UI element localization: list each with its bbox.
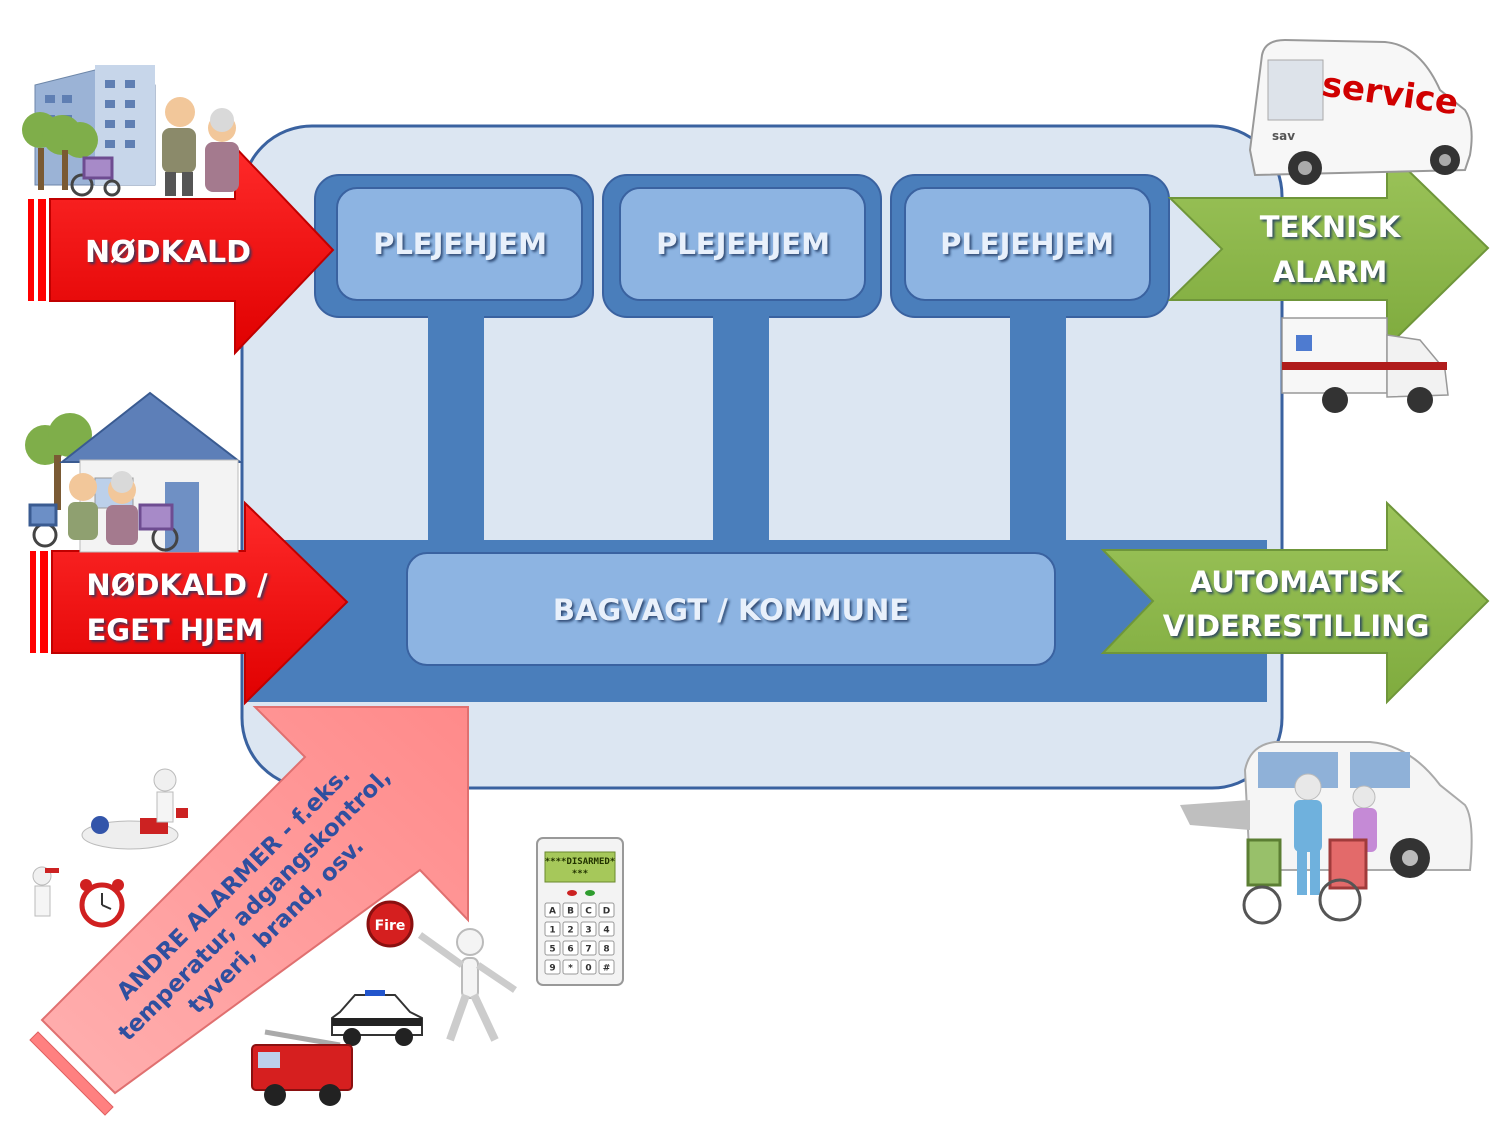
nodkald-label: NØDKALD: [85, 235, 251, 270]
wheelchair-icon: [1242, 838, 1368, 925]
keypad-key-label: 9: [549, 964, 555, 974]
police-car-icon: [331, 990, 423, 1046]
keypad-key-label: 7: [585, 945, 591, 955]
keypad-key: [598, 959, 615, 975]
keypad-key: [580, 902, 597, 918]
plejehjem-box-3: [904, 187, 1151, 301]
stick-figure-icon: [417, 928, 517, 1042]
nodkald-eget-hjem-arrow: NØDKALD / EGET HJEM: [30, 500, 349, 706]
person-with-hammer-icon: [32, 866, 59, 917]
injured-person-icon: [81, 768, 188, 850]
keypad-key: [580, 940, 597, 956]
keypad-key: [562, 921, 579, 937]
keypad-key-label: C: [585, 907, 592, 917]
keypad-key: [598, 940, 615, 956]
plejehjem-label-1: PLEJEHJEM: [373, 227, 547, 261]
keypad-key: [580, 959, 597, 975]
bagvagt-label: BAGVAGT / KOMMUNE: [553, 593, 909, 627]
alarm-keypad-icon: ****DISARMED* *** A B C D 1 2 3 4 5 6 7 8 9 * 0 #: [536, 837, 624, 986]
keypad-key: [562, 902, 579, 918]
nursing-home-illustration: [22, 65, 239, 197]
ambulance-icon: [1281, 317, 1449, 413]
wheelchair-icon: [70, 156, 121, 197]
plejehjem-box-2: [619, 187, 866, 301]
nodkald-eget-hjem-line-2: EGET HJEM: [86, 613, 263, 647]
keypad-key: [580, 921, 597, 937]
keypad-key-label: #: [603, 964, 611, 974]
keypad-key: [598, 921, 615, 937]
keypad-key-label: 6: [567, 945, 573, 955]
keypad-key-label: 1: [549, 926, 555, 936]
keypad-key: [544, 940, 561, 956]
teknisk-alarm-line-2: ALARM: [1273, 255, 1388, 289]
wheelchair-icon: [28, 503, 179, 552]
keypad-key: [544, 921, 561, 937]
keypad-key-label: D: [603, 907, 610, 917]
tree-icon: [22, 112, 98, 190]
plejehjem-label-2: PLEJEHJEM: [656, 227, 830, 261]
keypad-key-label: 5: [549, 945, 555, 955]
automatisk-viderestilling-arrow: AUTOMATISK VIDERESTILLING: [1100, 500, 1490, 705]
elderly-couple-icon: [162, 97, 239, 196]
teknisk-alarm-arrow: TEKNISK ALARM: [1167, 147, 1490, 350]
bagvagt-box: [406, 552, 1056, 666]
keypad-key-label: 2: [567, 926, 573, 936]
keypad-key: [562, 940, 579, 956]
keypad-key-label: 4: [603, 926, 609, 936]
fire-truck-icon: [251, 1029, 353, 1106]
keypad-key: [544, 959, 561, 975]
automatisk-line-1: AUTOMATISK: [1190, 565, 1404, 599]
service-van-icon: service sav: [1248, 38, 1473, 185]
keypad-key-label: 0: [585, 964, 591, 974]
keypad-key-label: *: [568, 964, 573, 974]
keypad-key: [562, 959, 579, 975]
keypad-keys: A B C D 1 2 3 4 5 6 7 8 9 * 0 #: [544, 902, 615, 975]
keypad-display-line-2: ***: [572, 869, 588, 879]
keypad-key-label: 8: [603, 945, 609, 955]
keypad-key: [598, 902, 615, 918]
keypad-display-line-1: ****DISARMED*: [545, 857, 615, 867]
alarm-clock-icon: [79, 879, 125, 928]
plejehjem-box-1: [336, 187, 583, 301]
keypad-key: [544, 902, 561, 918]
fire-button-icon: Fire: [366, 900, 414, 948]
fire-button-text: Fire: [375, 918, 406, 934]
keypad-key-label: A: [549, 907, 556, 917]
automatisk-line-2: VIDERESTILLING: [1163, 609, 1430, 643]
accessible-van-illustration: [1180, 741, 1473, 925]
plejehjem-label-3: PLEJEHJEM: [940, 227, 1114, 261]
nodkald-eget-hjem-line-1: NØDKALD /: [86, 568, 268, 602]
house-illustration: [25, 391, 243, 553]
service-van-small-text: sav: [1272, 129, 1295, 143]
elderly-couple-icon: [68, 471, 138, 545]
teknisk-alarm-line-1: TEKNISK: [1260, 210, 1402, 244]
keypad-key-label: B: [567, 907, 574, 917]
keypad-key-label: 3: [585, 926, 591, 936]
